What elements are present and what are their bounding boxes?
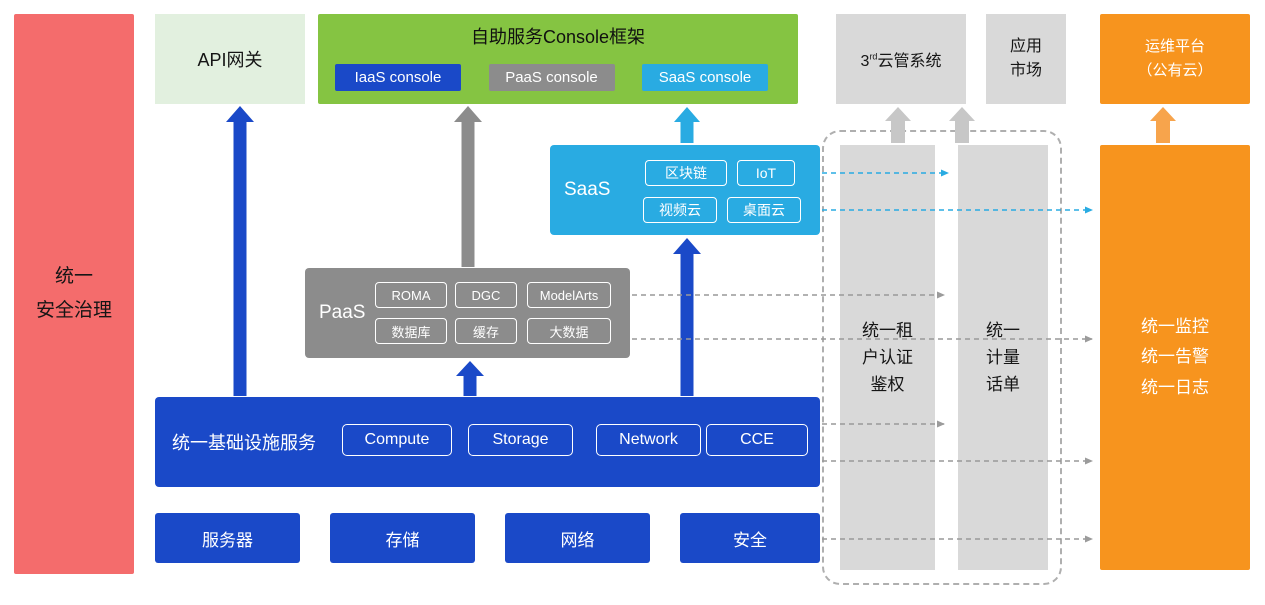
paas-layer-box: PaaS ROMA DGC ModelArts 数据库 缓存 大数据 [305,268,630,358]
saas-item-iot: IoT [737,160,795,186]
paas-item-cache: 缓存 [455,318,517,344]
hardware-security-box: 安全 [680,513,820,563]
unified-infrastructure-label: 统一基础设施服务 [172,433,316,453]
unified-security-governance-label: 统一 安全治理 [35,265,112,321]
paas-item-dgc: DGC [455,282,517,308]
arrow-saas-to-saas-console [674,107,700,143]
unified-tenant-auth-bar: 统一租 户认证 鉴权 [840,145,935,570]
iaas-item-storage: Storage [468,424,573,456]
app-market-box: 应用 市场 [986,14,1066,104]
self-service-console-frame: 自助服务Console框架 IaaS console PaaS console … [318,14,798,104]
iaas-item-compute: Compute [342,424,452,456]
saas-item-video-cloud: 视频云 [643,197,717,223]
paas-layer-label: PaaS [319,302,366,323]
om-platform-label: 运维平台 （公有云） [1137,38,1213,79]
unified-tenant-auth-label: 统一租 户认证 鉴权 [862,320,913,395]
tenant-services-dashed-frame [822,130,1062,585]
iaas-item-network: Network [596,424,701,456]
unified-metering-bar: 统一 计量 话单 [958,145,1048,570]
api-gateway-box: API网关 [155,14,305,104]
arrow-monitor-to-om-platform [1150,107,1176,143]
arrow-iaas-to-paas [456,361,484,396]
app-market-label: 应用 市场 [1009,38,1042,79]
om-platform-public-cloud-box: 运维平台 （公有云） [1100,14,1250,104]
console-frame-title: 自助服务Console框架 [470,27,646,47]
iaas-item-cce: CCE [706,424,808,456]
hardware-network-box: 网络 [505,513,650,563]
hardware-server-box: 服务器 [155,513,300,563]
third-cloud-sup: rd [869,51,878,62]
arrow-paas-to-console [454,106,482,267]
unified-monitoring-label: 统一监控 统一告警 统一日志 [1141,316,1209,397]
hardware-storage-box: 存储 [330,513,475,563]
paas-item-roma: ROMA [375,282,447,308]
unified-security-governance-bar: 统一 安全治理 [14,14,134,574]
third-cloud-label: 3rd云管系统 [861,47,942,71]
arrow-iaas-to-api-gateway [226,106,254,396]
console-chip-row: IaaS console PaaS console SaaS console [335,64,768,91]
paas-console-chip: PaaS console [488,64,615,91]
saas-item-blockchain: 区块链 [645,160,727,186]
api-gateway-label: API网关 [197,50,263,70]
third-party-cloud-mgmt-box: 3rd云管系统 [836,14,966,104]
saas-layer-box: SaaS 区块链 IoT 视频云 桌面云 [550,145,820,235]
unified-monitoring-bar: 统一监控 统一告警 统一日志 [1100,145,1250,570]
arrow-iaas-to-saas [673,238,701,396]
paas-item-modelarts: ModelArts [527,282,611,308]
third-cloud-rest: 云管系统 [877,53,942,70]
saas-console-chip: SaaS console [642,64,768,91]
unified-metering-label: 统一 计量 话单 [986,320,1020,395]
iaas-console-chip: IaaS console [335,64,461,91]
paas-item-database: 数据库 [375,318,447,344]
unified-infrastructure-box: 统一基础设施服务 Compute Storage Network CCE [155,397,820,487]
saas-layer-label: SaaS [564,179,611,200]
third-cloud-num: 3 [860,53,870,70]
paas-item-bigdata: 大数据 [527,318,611,344]
saas-item-desktop-cloud: 桌面云 [727,197,801,223]
